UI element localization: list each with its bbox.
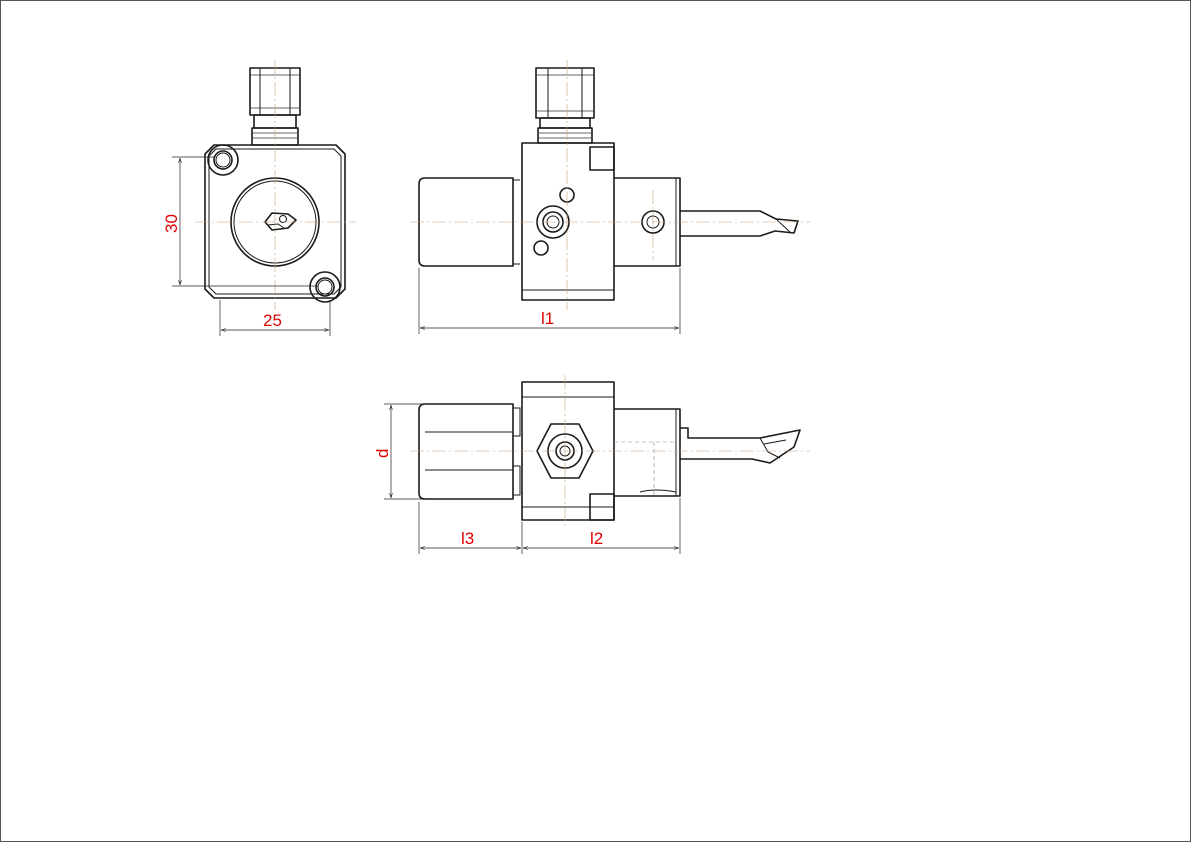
side-view-shank: [418, 177, 514, 267]
width-dimension-label: 25: [263, 311, 282, 330]
d-dimension-label: d: [373, 449, 392, 458]
front-view-mounting-hole-bottom: [309, 271, 341, 303]
side-view-boring-bar: [680, 210, 799, 237]
l1-dimension-label: l1: [541, 309, 554, 328]
top-view-shank: [418, 403, 514, 500]
side-view: l1: [410, 60, 810, 334]
top-view-holder: [614, 408, 681, 497]
l2-dimension-label: l2: [590, 529, 603, 548]
top-view-boring-bar: [680, 427, 801, 464]
front-view-tool-tip: [264, 212, 297, 231]
front-view: 30 25: [162, 60, 356, 336]
l3-dimension-label: l3: [461, 529, 474, 548]
front-view-mounting-hole-top: [207, 144, 239, 176]
side-view-body: [521, 142, 615, 301]
top-view: d l3 l2: [373, 375, 810, 554]
height-dimension-label: 30: [162, 214, 181, 233]
side-view-fitting: [535, 67, 595, 144]
